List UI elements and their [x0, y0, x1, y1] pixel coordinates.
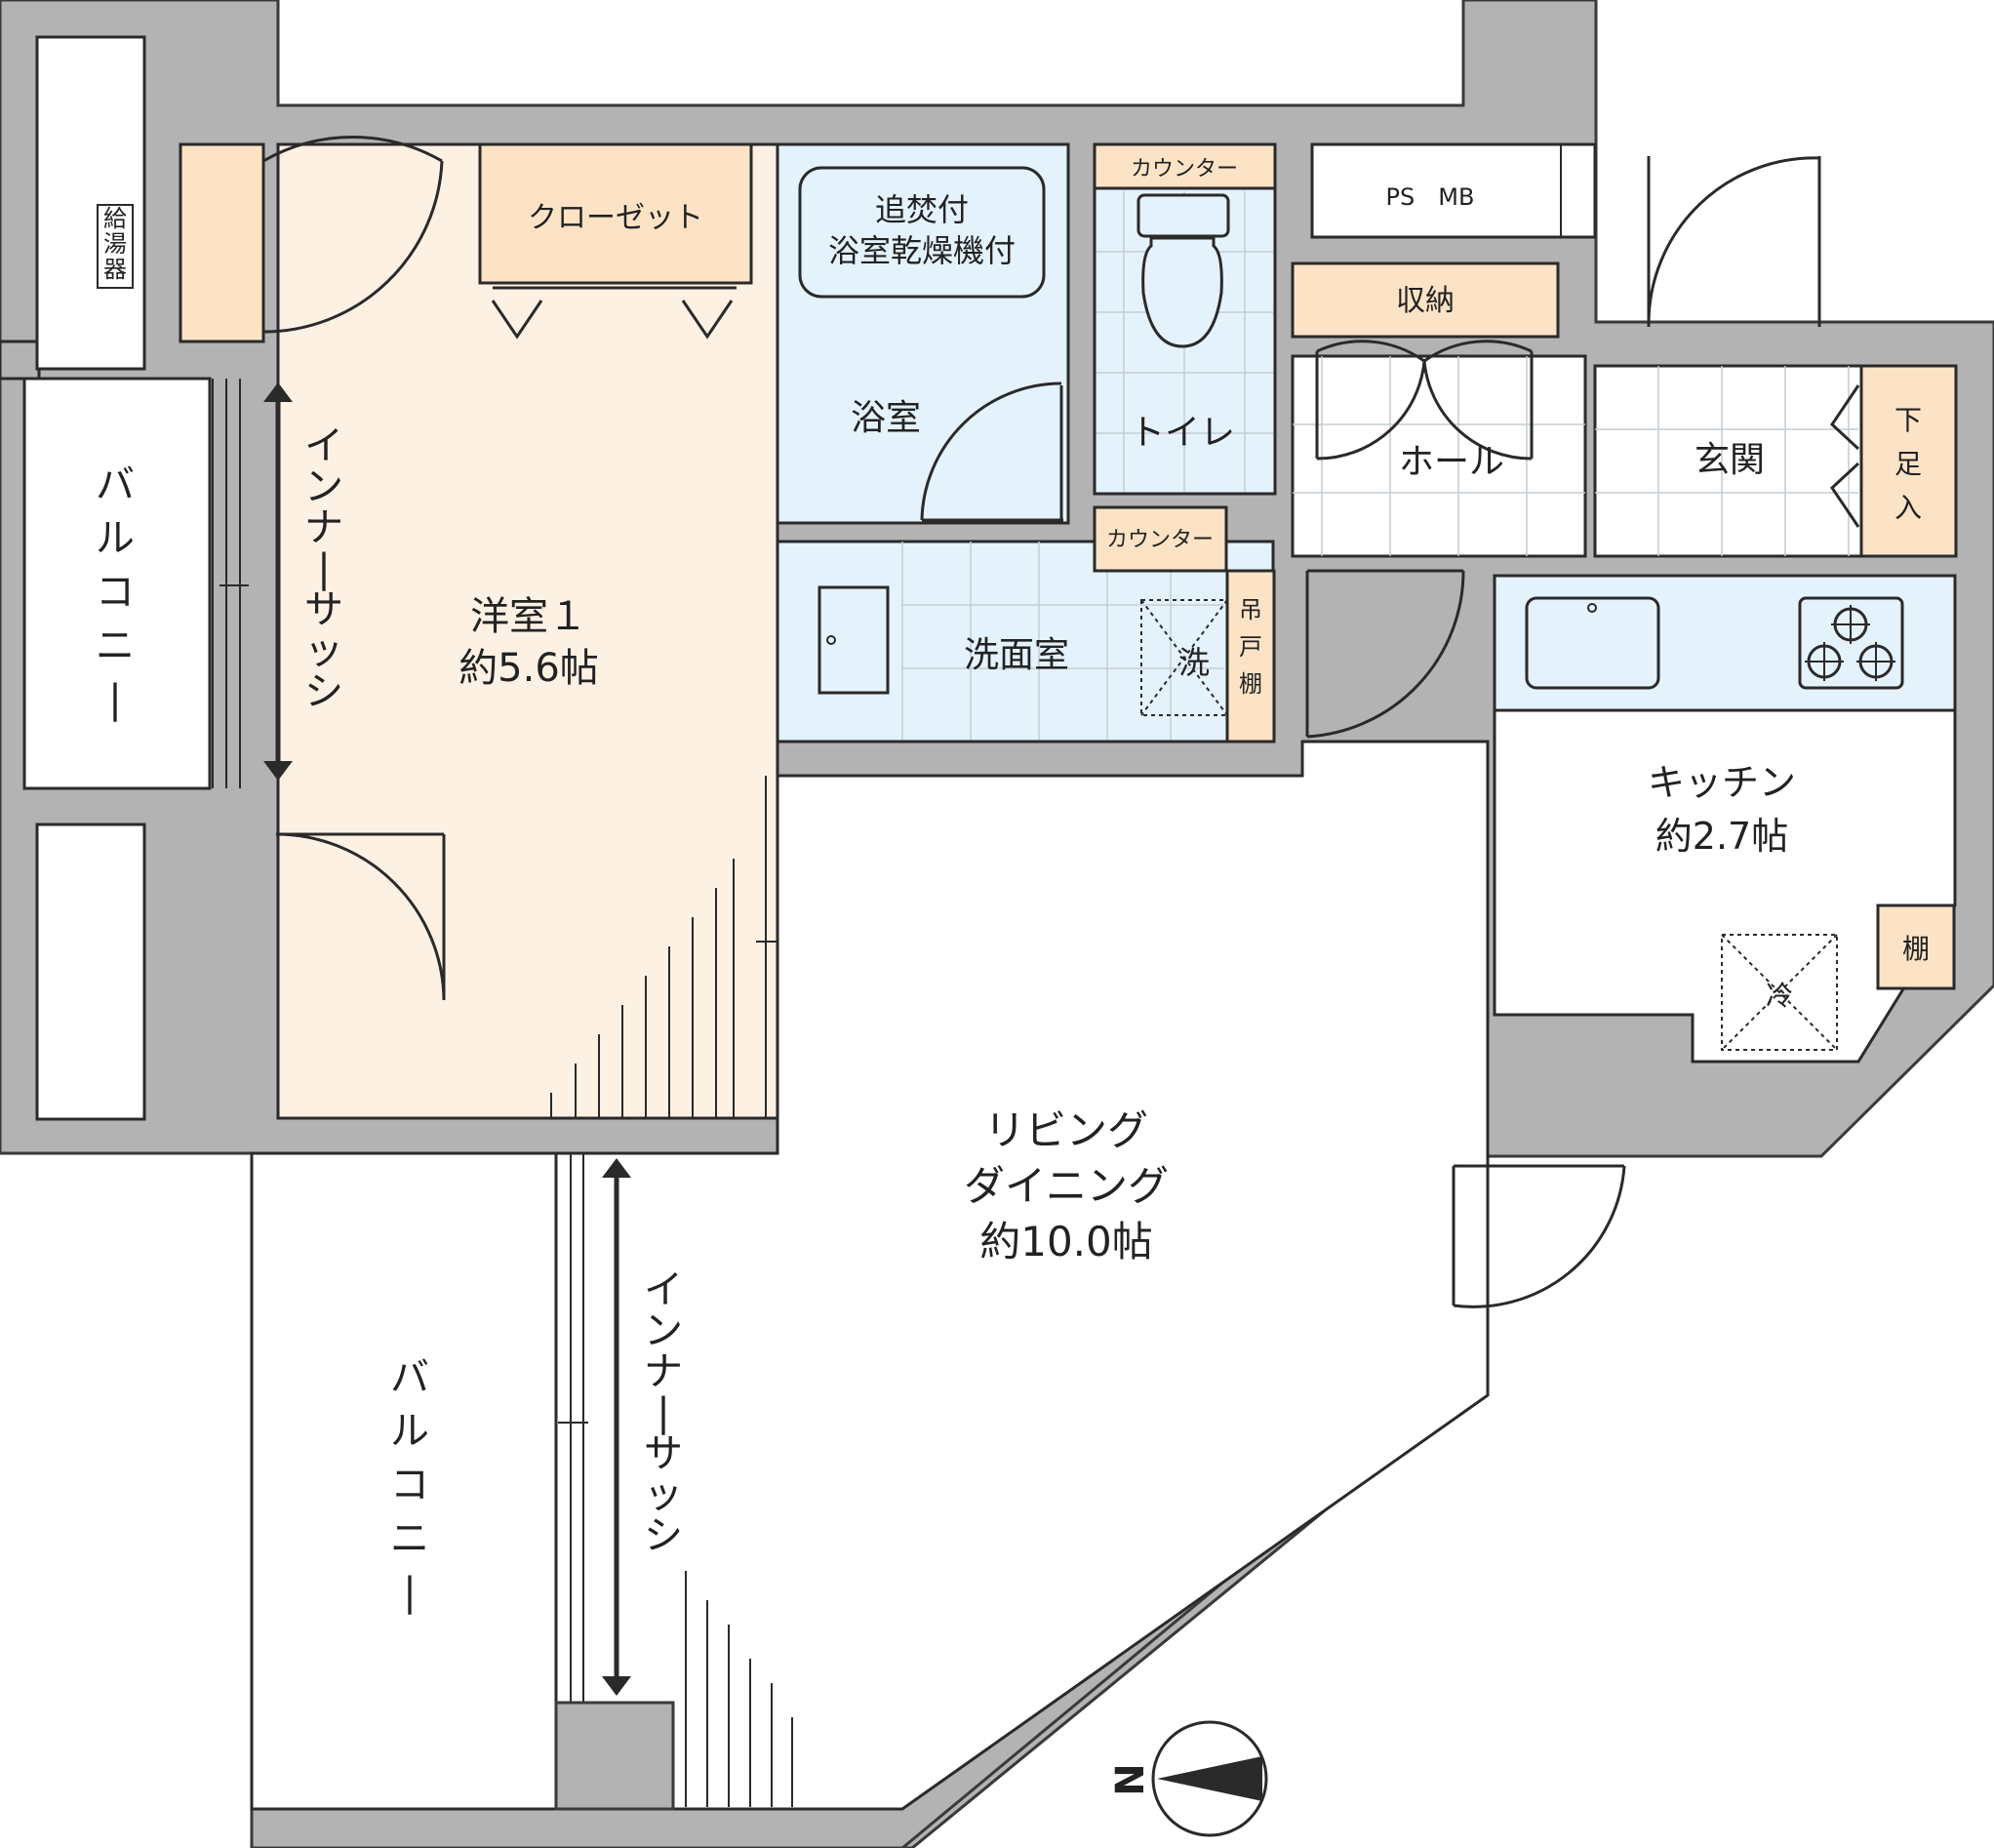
shoe-box-label: 下足入: [1894, 404, 1922, 524]
upper-sash: [212, 379, 249, 788]
inner-sash-upper-label: インナ|サッシ: [304, 423, 343, 714]
ldk-name-line1: リビング: [984, 1106, 1148, 1154]
washroom-name: 洗面室: [964, 635, 1069, 675]
western-room-name: 洋室１: [470, 594, 587, 639]
bathtub: [798, 166, 1046, 299]
washroom-counter-label: カウンター: [1106, 528, 1214, 552]
storage: [1291, 261, 1560, 339]
western-room-area: 約5.6帖: [459, 646, 599, 691]
inner-sash-lower-label: インナ|サッシ: [644, 1267, 683, 1558]
ldk-name-line2: ダイニング: [964, 1162, 1169, 1210]
hall-name: ホール: [1399, 442, 1504, 482]
balcony-lower-label: バルコニ|: [390, 1355, 429, 1615]
storage-label: 収納: [1396, 284, 1455, 318]
sink-icon: [1525, 596, 1660, 690]
toilet-counter-label: カウンター: [1131, 157, 1238, 181]
hall-tiles: [1293, 356, 1585, 556]
fridge-label: 冷: [1766, 980, 1793, 1012]
bath-feature-line2: 浴室乾燥機付: [828, 232, 1016, 269]
bath-feature-line1: 追焚付: [875, 191, 969, 228]
shelf: [1876, 904, 1956, 990]
lower-sash: [555, 1153, 588, 1809]
water-heater-icon: [97, 204, 134, 289]
entrance-name: 玄関: [1695, 440, 1765, 480]
closet-label: クローゼット: [528, 201, 703, 235]
refrigerator-icon: [1721, 934, 1838, 1051]
balcony-upper-label: バルコニ|: [96, 462, 135, 722]
hanging-shelf: [1225, 569, 1276, 743]
closet: [478, 142, 753, 285]
shelf-label: 棚: [1902, 933, 1930, 965]
toilet-name: トイレ: [1130, 413, 1235, 453]
right-sash: [756, 776, 778, 1118]
ps-mb-label: PS MB: [1386, 183, 1475, 211]
washroom-counter: [1093, 505, 1228, 573]
washroom-tiles: [901, 542, 1224, 740]
kitchen-name: キッチン: [1648, 761, 1796, 804]
water-heater-label: 給湯器: [103, 205, 127, 283]
balcony-upper-rail-top: [0, 340, 41, 381]
flooring-hatch: [550, 859, 793, 1807]
compass-north-label: N: [1108, 1763, 1153, 1795]
balcony-upper-area: [22, 377, 212, 790]
washer-label: 洗: [1178, 644, 1210, 681]
hanging-shelf-label: 吊戸棚: [1239, 596, 1262, 698]
washing-machine-icon: [1140, 599, 1228, 716]
ps-mb: [1310, 142, 1597, 239]
ldk-area: 約10.0帖: [979, 1218, 1153, 1265]
balcony-lower-area: [250, 1151, 558, 1811]
western-room-1: [276, 142, 779, 1120]
toilet-icon: [1137, 193, 1230, 348]
compass-icon: [1151, 1720, 1268, 1837]
inner-sash-arrow-lower: [602, 1158, 631, 1696]
living-dining-room: [554, 740, 1490, 1811]
balcony-upper-lower-closet: [35, 823, 146, 1121]
shoe-box: [1859, 364, 1958, 558]
stove-burners-icon: [1798, 596, 1904, 690]
toilet-counter: [1093, 142, 1277, 190]
water-heater-closet: [35, 35, 146, 371]
inner-sash-arrow-upper: [263, 382, 293, 781]
bathroom-name: 浴室: [851, 398, 921, 438]
washbasin-icon: [818, 585, 890, 695]
doors: [261, 136, 1860, 1308]
kitchen-area: 約2.7帖: [1655, 815, 1788, 858]
upper-left-storage: [179, 142, 265, 343]
